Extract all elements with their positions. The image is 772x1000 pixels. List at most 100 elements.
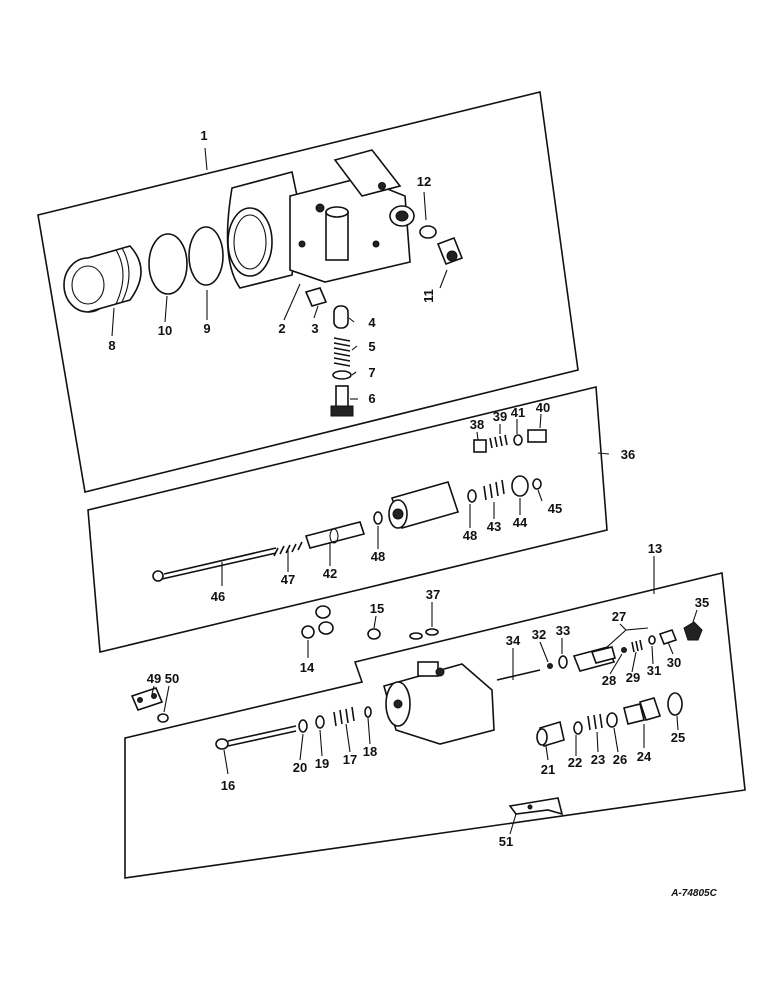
label-part-44: 44 [513,515,528,530]
label-part-14: 14 [300,660,315,675]
rod-part-46 [152,547,277,582]
label-part-48-upper: 48 [463,528,477,543]
bracket-part-49 [130,687,164,711]
spring-part-47 [273,541,303,557]
label-part-4: 4 [368,315,376,330]
label-part-37: 37 [426,587,440,602]
plug-part-30 [658,629,678,645]
frame-valve-assembly-13 [124,572,746,879]
label-part-46: 46 [211,589,225,604]
label-part-12: 12 [417,174,431,189]
bracket-part-51 [508,797,564,816]
washer-part-48a [373,511,383,525]
label-part-27: 27 [612,609,626,624]
leader-lines [111,147,698,835]
label-part-20: 20 [293,760,307,775]
label-part-39: 39 [493,409,507,424]
plunger-part-21 [536,720,565,748]
plug-part-44 [511,475,529,497]
valve-body-part-13 [383,661,495,745]
gasket-part-12 [419,225,437,239]
ring-part-33 [558,655,568,669]
spring-part-23 [587,713,603,731]
ball-part-32 [547,663,553,669]
label-part-25: 25 [671,730,685,745]
label-part-19: 19 [315,756,329,771]
label-part-16: 16 [221,778,235,793]
label-part-50: 50 [165,671,179,686]
label-part-23: 23 [591,752,605,767]
sleeve-part-27 [572,646,616,672]
label-part-3: 3 [311,321,318,336]
label-part-42: 42 [323,566,337,581]
ring-part-45 [532,478,542,490]
label-part-8: 8 [108,338,115,353]
spring-part-17 [333,706,355,727]
label-part-31: 31 [647,663,661,678]
label-part-26: 26 [613,752,627,767]
ring-part-41 [513,434,523,446]
label-part-51: 51 [499,834,513,849]
label-part-30: 30 [667,655,681,670]
ring-part-18 [364,706,372,718]
nut-part-35 [683,621,703,641]
frame-cylinder-assembly [37,91,579,493]
label-part-35: 35 [695,595,709,610]
plunger-part-4 [333,305,349,329]
spring-part-39 [489,434,508,449]
insert-part-38 [473,439,487,453]
cylinder-housing-part-1 [226,149,415,289]
piston-part-8 [63,245,142,313]
screw-part-40 [527,429,547,443]
label-part-48-lower: 48 [371,549,385,564]
label-part-2: 2 [278,321,285,336]
pin-part-34 [496,669,541,681]
washer-part-7 [332,370,352,380]
frame-valve-assembly-36 [87,386,608,653]
washers-part-37 [409,628,439,640]
ring-part-15 [367,628,381,640]
label-part-15: 15 [370,601,384,616]
valve-body-part-36 [388,481,460,529]
label-part-1: 1 [200,128,207,143]
label-part-36: 36 [621,447,635,462]
ring-part-19 [315,715,325,729]
label-part-5: 5 [368,339,375,354]
label-part-18: 18 [363,744,377,759]
ring-part-22 [573,721,583,735]
spring-part-43 [483,479,505,501]
label-part-49: 49 [147,671,161,686]
part-labels: 1 12 11 8 10 9 2 3 4 5 7 6 38 39 41 40 3… [108,128,717,899]
seal-ring-part-10 [148,233,188,295]
spring-part-29 [631,639,643,653]
label-part-29: 29 [626,670,640,685]
ring-part-20 [298,719,308,733]
label-part-28: 28 [602,673,616,688]
label-part-11: 11 [421,289,436,303]
pin-part-3 [304,287,328,307]
label-part-17: 17 [343,752,357,767]
label-part-47: 47 [281,572,295,587]
spool-part-42 [304,521,366,549]
label-part-21: 21 [541,762,555,777]
label-part-9: 9 [203,321,210,336]
plug-part-6 [330,385,354,417]
label-part-10: 10 [158,323,172,338]
drawing-reference: A-74805C [670,888,717,899]
label-part-22: 22 [568,755,582,770]
ring-part-31 [648,635,656,645]
label-part-43: 43 [487,519,501,534]
o-rings-part-14 [301,605,334,639]
snap-ring-part-25 [667,692,683,716]
fitting-part-11 [436,236,464,266]
label-part-7: 7 [368,365,375,380]
washer-part-48b [467,489,477,503]
clip-part-50 [157,713,169,723]
label-part-40: 40 [536,400,550,415]
seal-ring-part-9 [188,226,224,286]
ball-part-28 [621,647,627,653]
plug-part-24 [623,697,662,725]
label-part-34: 34 [506,633,521,648]
label-part-6: 6 [368,391,375,406]
label-part-38: 38 [470,417,484,432]
